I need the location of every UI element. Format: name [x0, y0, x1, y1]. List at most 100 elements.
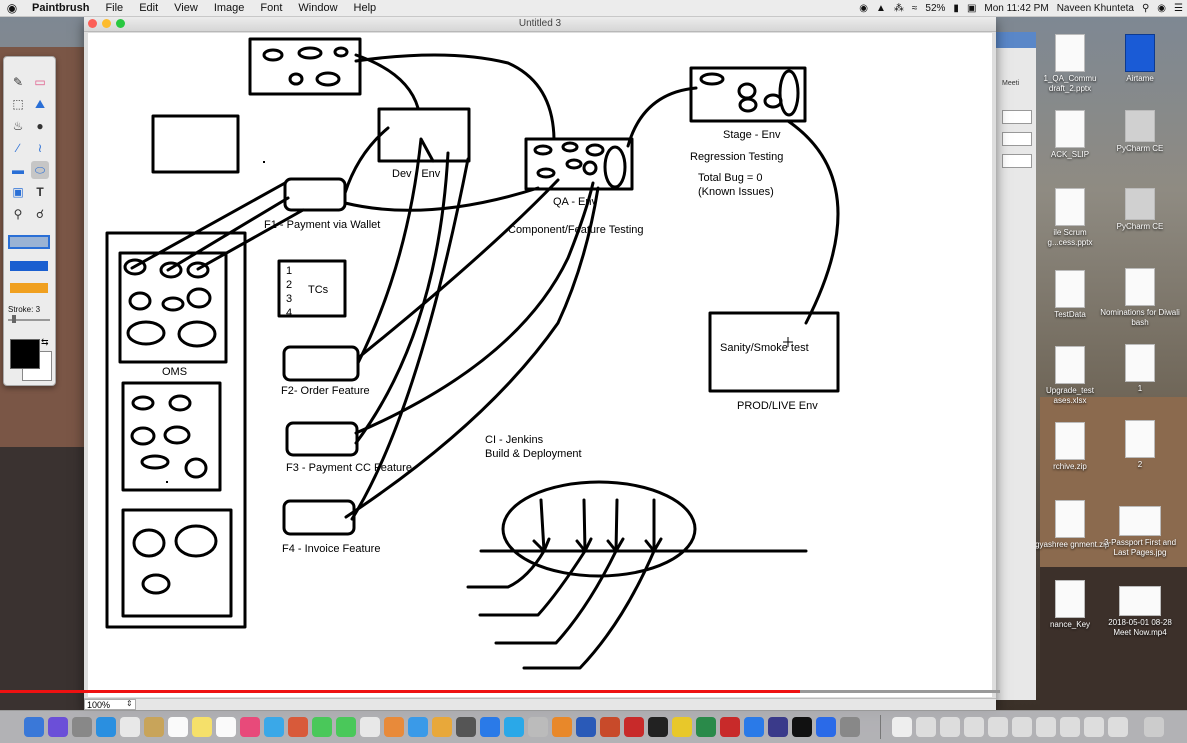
desktop-icon-app[interactable]: Airtame	[1100, 34, 1180, 84]
menu-view[interactable]: View	[166, 2, 206, 14]
minimized-window-icon[interactable]	[1084, 717, 1104, 737]
numbers-icon[interactable]	[384, 717, 404, 737]
minimized-window-icon[interactable]	[964, 717, 984, 737]
outlook-icon[interactable]	[744, 717, 764, 737]
document-stack-icon[interactable]	[892, 717, 912, 737]
mail-icon[interactable]	[120, 717, 140, 737]
rounded-rect-tool-icon[interactable]: ▣	[9, 183, 27, 201]
bucket-tool-icon[interactable]: ⛰	[31, 95, 49, 113]
selection-tool-icon[interactable]: ⬚	[9, 95, 27, 113]
menu-font[interactable]: Font	[252, 2, 290, 14]
fill-style-outline-filled[interactable]	[10, 283, 48, 293]
contacts-icon[interactable]	[144, 717, 164, 737]
messages-icon[interactable]	[336, 717, 356, 737]
zoom-tool-icon[interactable]: ☌	[31, 205, 49, 223]
desktop-icon-file[interactable]: nance_Key	[1030, 580, 1110, 630]
drawing-canvas[interactable]: Dev - Env QA - Env Component/Feature Tes…	[88, 33, 992, 697]
music-icon[interactable]	[240, 717, 260, 737]
minimized-window-icon[interactable]	[988, 717, 1008, 737]
desktop-icon-file[interactable]: ile Scrum g...cess.pptx	[1030, 188, 1110, 248]
excel-icon[interactable]	[696, 717, 716, 737]
reminders-icon[interactable]	[216, 717, 236, 737]
menu-window[interactable]: Window	[290, 2, 345, 14]
desktop-icon-file[interactable]: 1	[1100, 344, 1180, 394]
desktop-icon-disk[interactable]: PyCharm CE	[1100, 188, 1180, 232]
help-icon[interactable]	[528, 717, 548, 737]
desktop-icon-disk[interactable]: PyCharm CE	[1100, 110, 1180, 154]
pencil-tool-icon[interactable]: ✎	[9, 73, 27, 91]
minimized-window-icon[interactable]	[940, 717, 960, 737]
window-titlebar[interactable]: Untitled 3	[84, 17, 996, 32]
maps-icon[interactable]	[360, 717, 380, 737]
photos-icon[interactable]	[288, 717, 308, 737]
fill-style-outline[interactable]	[8, 235, 50, 249]
swap-colors-icon[interactable]: ⇆	[41, 337, 49, 348]
desktop-icon-file[interactable]: Nominations for Diwali bash	[1100, 268, 1180, 328]
calendar-icon[interactable]	[168, 717, 188, 737]
acrobat-icon[interactable]	[624, 717, 644, 737]
text-tool-icon[interactable]: T	[31, 183, 49, 201]
desktop-icon-file[interactable]: 2	[1100, 420, 1180, 470]
background-window[interactable]: Meeti	[996, 32, 1036, 700]
desktop-icon-file[interactable]: agyashree gnment.zip	[1030, 500, 1110, 550]
chrome-icon[interactable]	[672, 717, 692, 737]
ie-icon[interactable]	[816, 717, 836, 737]
desktop-icon-file[interactable]: 1_QA_Commu draft_2.pptx	[1030, 34, 1110, 94]
finder-icon[interactable]	[24, 717, 44, 737]
menu-help[interactable]: Help	[346, 2, 385, 14]
record-icon[interactable]: ◉	[859, 3, 868, 14]
keynote-icon[interactable]	[408, 717, 428, 737]
siri-icon[interactable]	[48, 717, 68, 737]
rectangle-tool-icon[interactable]: ▬	[9, 161, 27, 179]
intellij-icon[interactable]	[792, 717, 812, 737]
desktop-icon-file[interactable]: 3-Passport First and Last Pages.jpg	[1100, 506, 1180, 558]
notification-center-icon[interactable]: ☰	[1174, 3, 1183, 14]
curve-tool-icon[interactable]: ≀	[31, 139, 49, 157]
eyedropper-tool-icon[interactable]: ⚲	[9, 205, 27, 223]
vlc-icon[interactable]	[432, 717, 452, 737]
spotlight-search-icon[interactable]: ⚲	[1142, 3, 1149, 14]
eraser-tool-icon[interactable]: ▭	[31, 73, 49, 91]
trash-icon[interactable]	[1144, 717, 1164, 737]
desktop-icon-file[interactable]: Upgrade_test ases.xlsx	[1030, 346, 1110, 406]
vlc-icon[interactable]: ▲	[876, 3, 886, 14]
eclipse-icon[interactable]	[768, 717, 788, 737]
facetime-icon[interactable]	[312, 717, 332, 737]
user-name[interactable]: Naveen Khunteta	[1057, 3, 1134, 14]
menu-file[interactable]: File	[97, 2, 131, 14]
minimized-window-icon[interactable]	[1012, 717, 1032, 737]
wifi-icon[interactable]: ≈	[912, 3, 918, 14]
airbrush-tool-icon[interactable]: ♨	[9, 117, 27, 135]
zoom-stepper-icon[interactable]: ⇕	[126, 699, 133, 708]
video-progress-bar[interactable]	[0, 690, 1000, 693]
menu-edit[interactable]: Edit	[131, 2, 166, 14]
background-window-control[interactable]	[1002, 154, 1032, 168]
launchpad-icon[interactable]	[72, 717, 92, 737]
keyboard-icon[interactable]	[840, 717, 860, 737]
terminal-icon[interactable]	[648, 717, 668, 737]
minimized-window-icon[interactable]	[1060, 717, 1080, 737]
background-window-control[interactable]	[1002, 132, 1032, 146]
notes-icon[interactable]	[192, 717, 212, 737]
display-icon[interactable]: ▣	[967, 3, 976, 14]
stroke-slider-knob[interactable]	[12, 315, 16, 323]
menu-image[interactable]: Image	[206, 2, 253, 14]
foreground-color-swatch[interactable]	[10, 339, 40, 369]
clock[interactable]: Mon 11:42 PM	[984, 3, 1048, 14]
bomb-tool-icon[interactable]: ●	[31, 117, 49, 135]
system-preferences-icon[interactable]	[456, 717, 476, 737]
minimized-window-icon[interactable]	[1036, 717, 1056, 737]
line-tool-icon[interactable]: ∕	[9, 139, 27, 157]
background-window-control[interactable]	[1002, 110, 1032, 124]
word-icon[interactable]	[576, 717, 596, 737]
fill-style-filled[interactable]	[10, 261, 48, 271]
desktop-icon-file[interactable]: ACK_SLIP	[1030, 110, 1110, 160]
app-store-icon[interactable]	[480, 717, 500, 737]
bluetooth-icon[interactable]: ⁂	[894, 3, 904, 14]
app-icon[interactable]	[720, 717, 740, 737]
minimized-window-icon[interactable]	[916, 717, 936, 737]
safari-icon[interactable]	[96, 717, 116, 737]
desktop-icon-file[interactable]: 2018-05-01 08-28 Meet Now.mp4	[1100, 586, 1180, 638]
desktop-icon-file[interactable]: rchive.zip	[1030, 422, 1110, 472]
skype-icon[interactable]	[504, 717, 524, 737]
